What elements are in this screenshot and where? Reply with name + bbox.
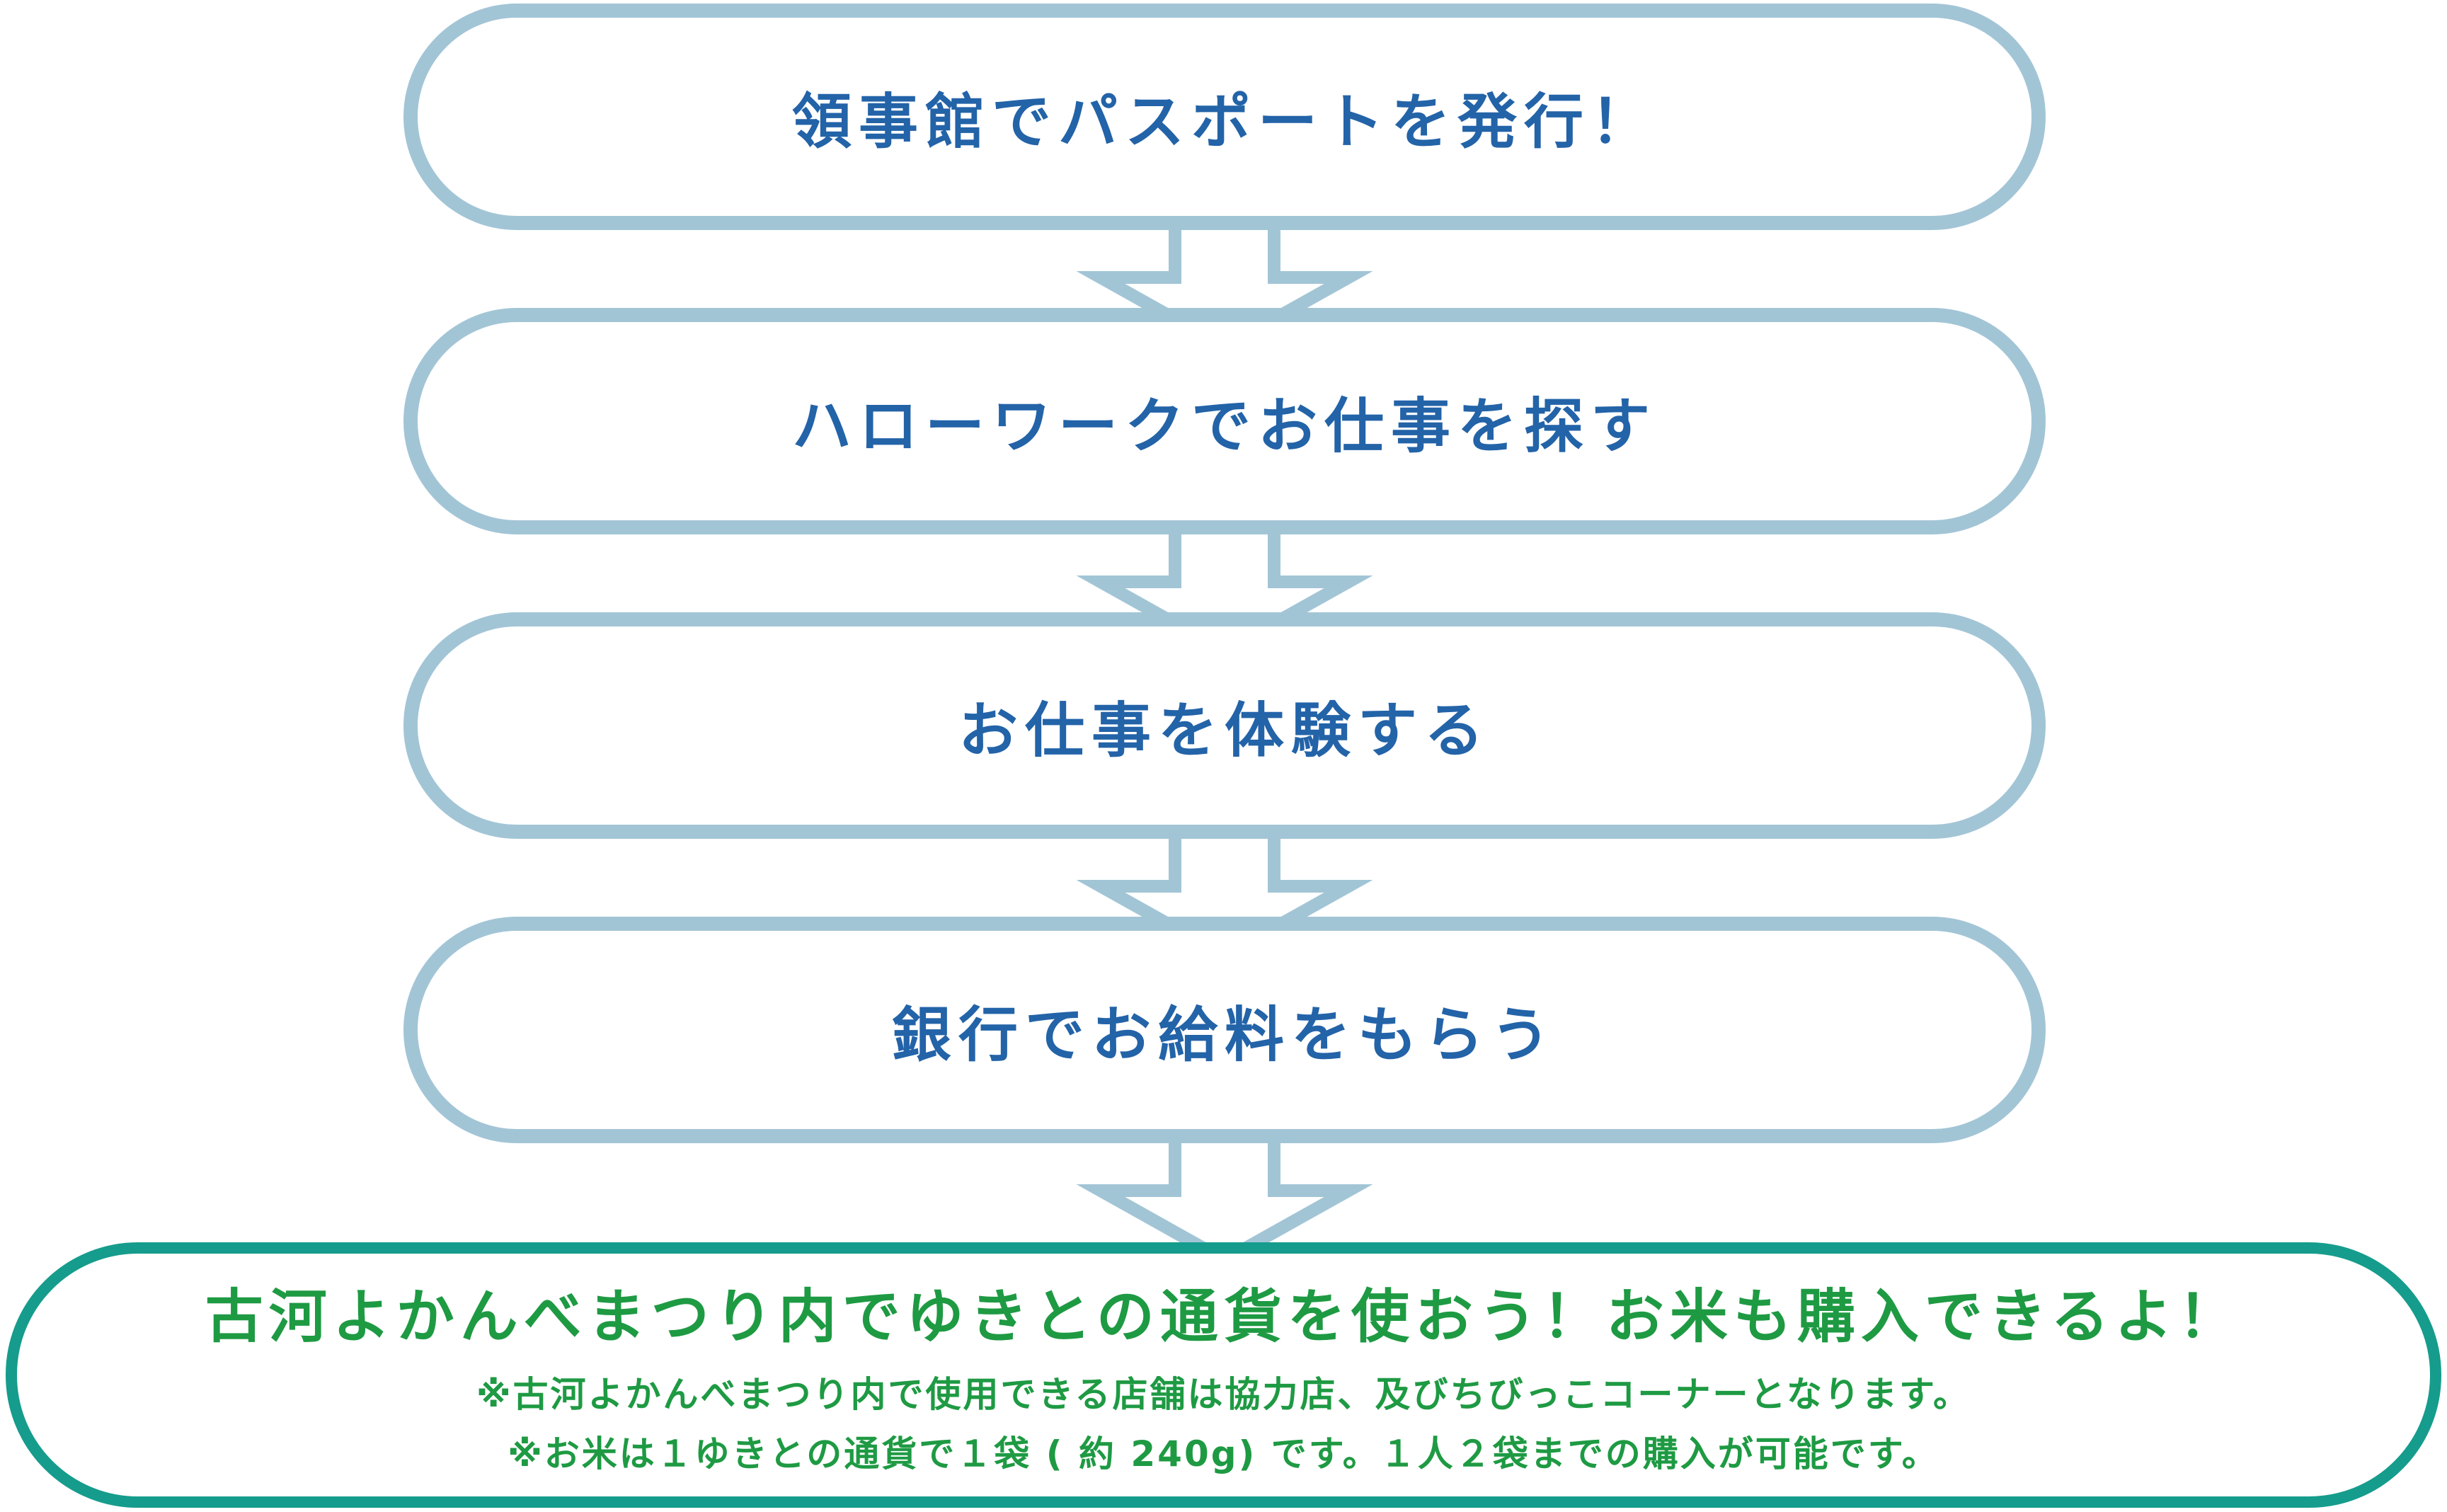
step-get-salary: 銀行でお給料をもらう (403, 917, 2046, 1143)
step-label: 銀行でお給料をもらう (891, 1000, 1557, 1070)
final-step-use-currency: 古河よかんべまつり内でゆきとの通貨を使おう！お米も購入できるよ！ ※古河よかんべ… (6, 1242, 2441, 1508)
step-label: お仕事を体験する (958, 695, 1491, 765)
step-job-search: ハローワークでお仕事を探す (403, 308, 2046, 534)
step-passport: 領事館でパスポートを発行！ (403, 4, 2046, 230)
step-label: ハローワークでお仕事を探す (791, 391, 1657, 461)
down-arrow-icon (1076, 1119, 1373, 1268)
final-title: 古河よかんべまつり内でゆきとの通貨を使おう！お米も購入できるよ！ (205, 1283, 2242, 1351)
final-note-rice: ※お米は１ゆきとの通貨で１袋 ( 約 240g) です。１人２袋までの購入が可能… (508, 1433, 1939, 1474)
step-work-experience: お仕事を体験する (403, 612, 2046, 839)
step-label: 領事館でパスポートを発行！ (791, 86, 1657, 156)
final-note-stores: ※古河よかんべまつり内で使用できる店舗は協力店、及びちびっこコーナーとなります。 (476, 1374, 1971, 1415)
